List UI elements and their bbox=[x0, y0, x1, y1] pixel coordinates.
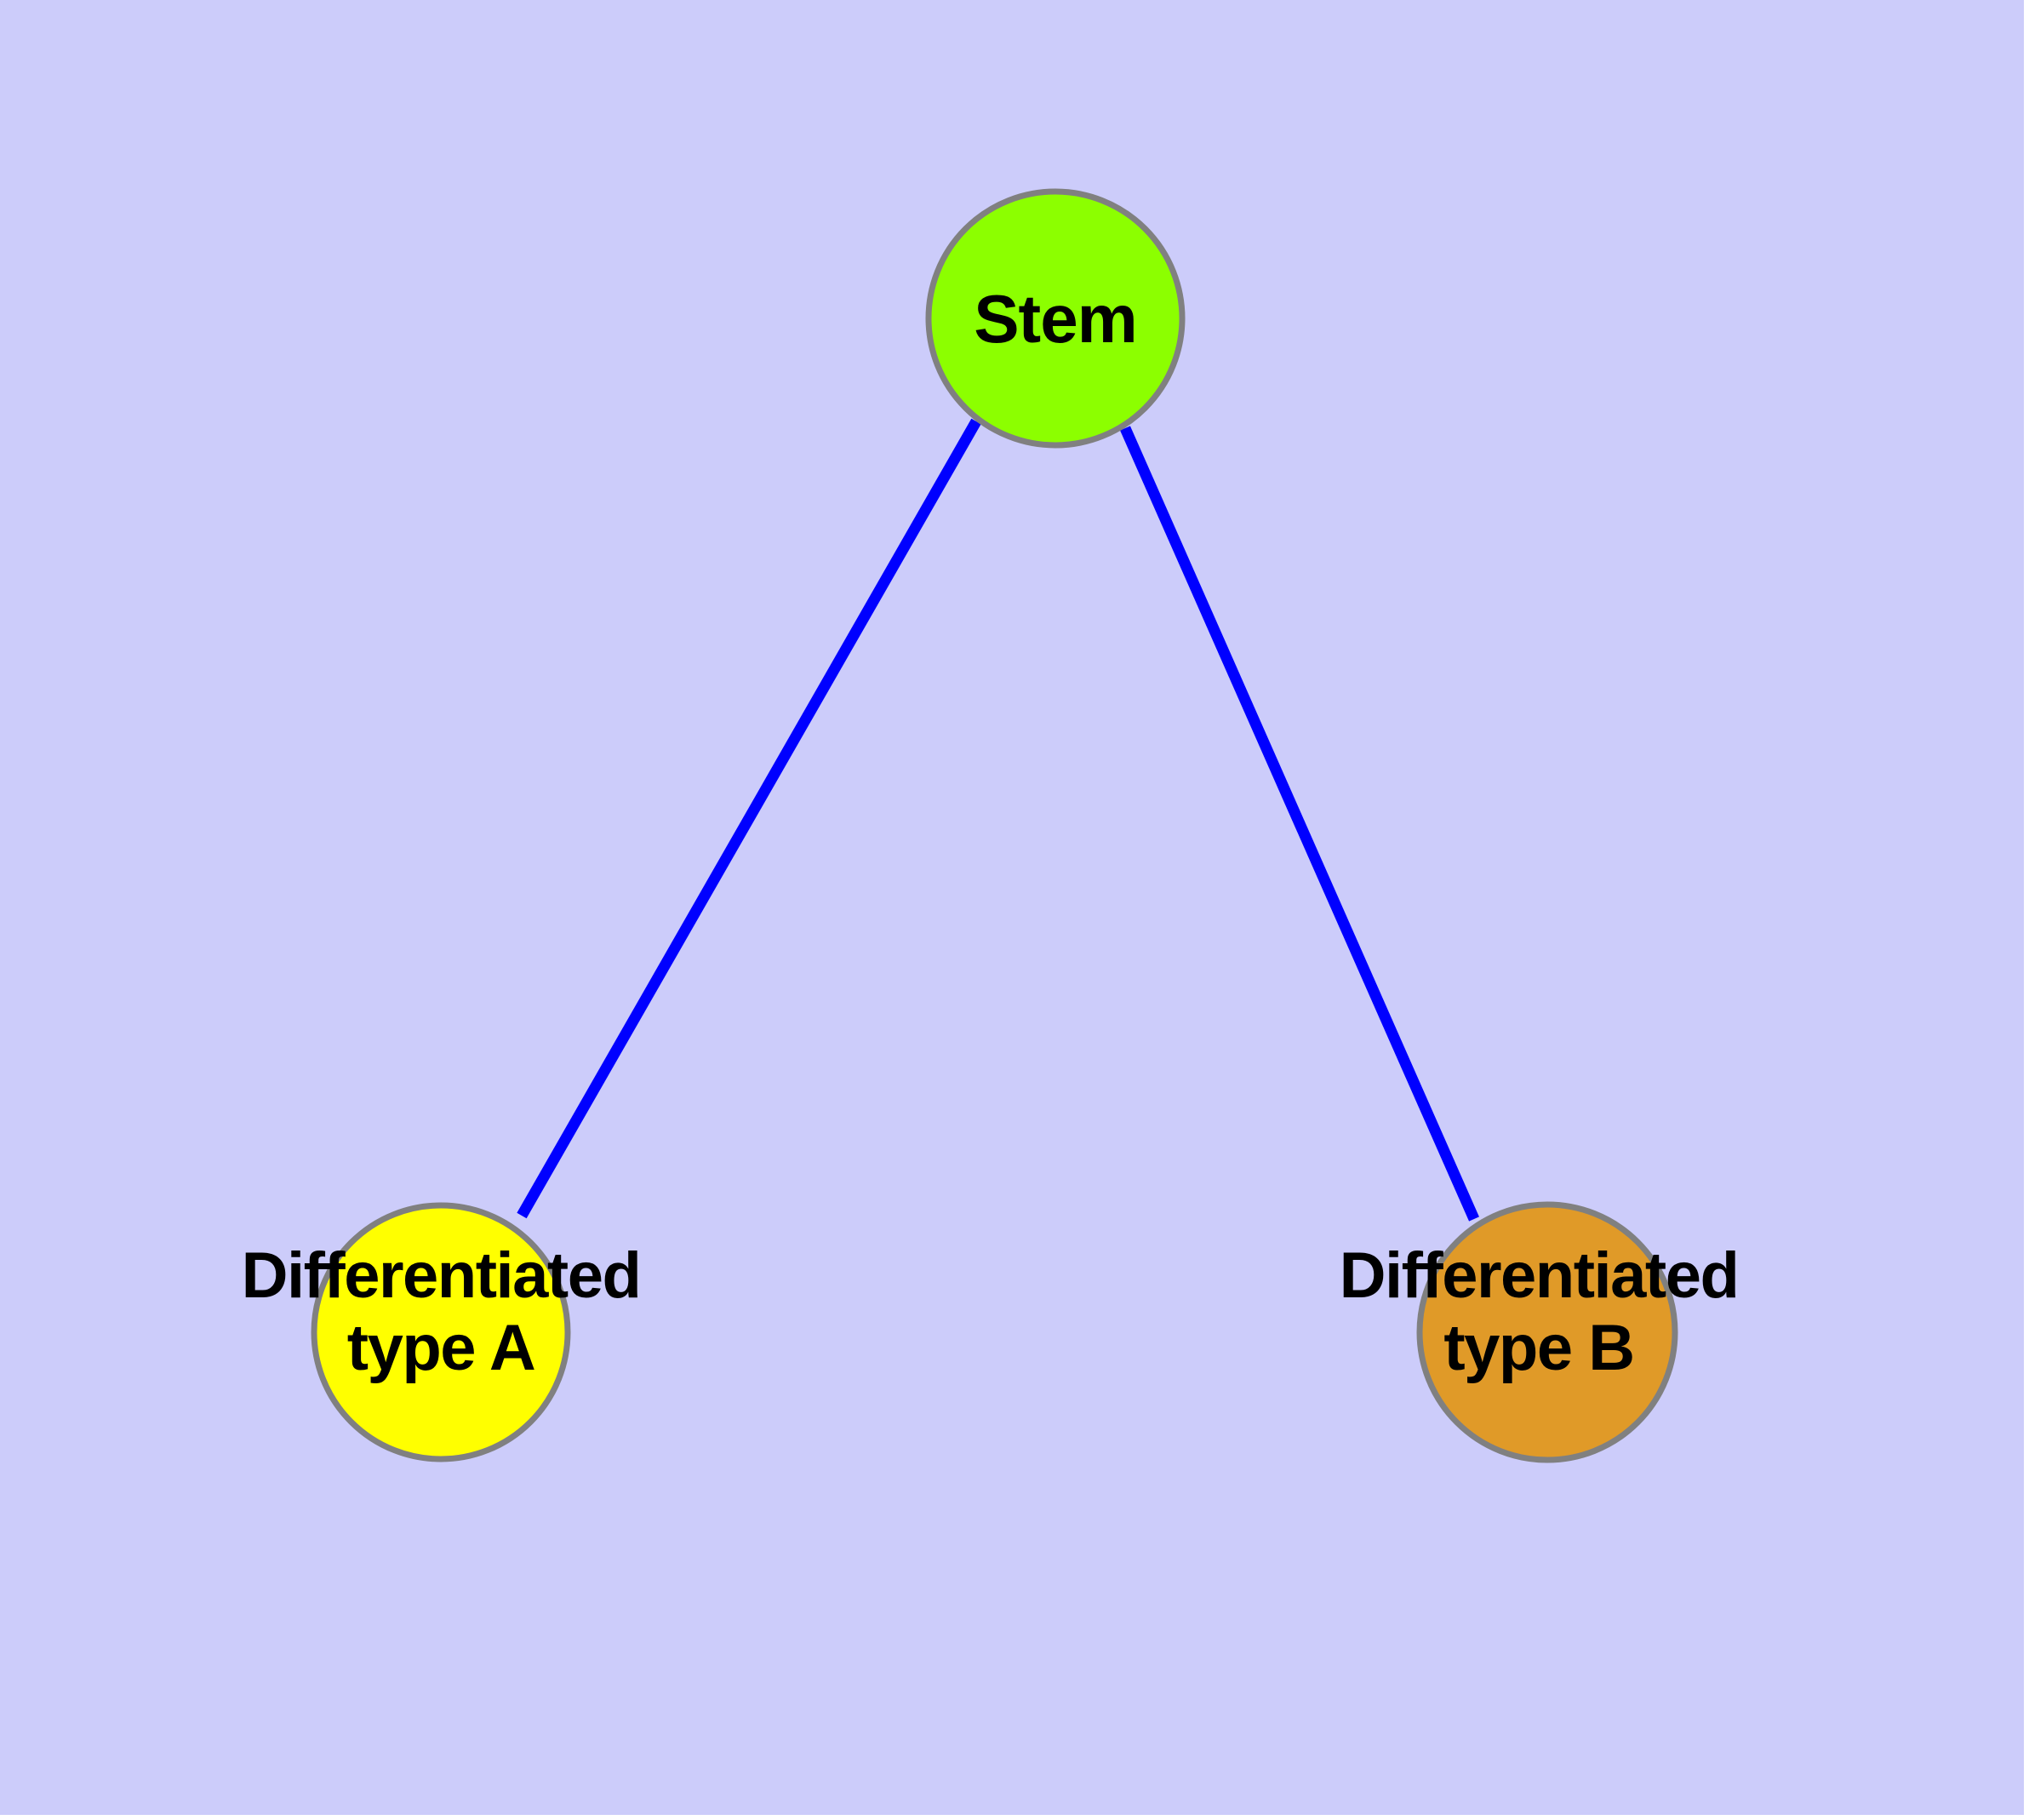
node-differentiated-type-a[interactable] bbox=[311, 1202, 571, 1462]
edge-layer bbox=[517, 418, 1479, 1222]
node-stem[interactable] bbox=[925, 188, 1186, 449]
edge-stem-to-differentiated-type-b bbox=[1120, 426, 1479, 1222]
node-differentiated-type-b[interactable] bbox=[1416, 1201, 1678, 1463]
edge-stem-to-differentiated-type-a bbox=[517, 418, 981, 1219]
node-layer bbox=[311, 188, 1678, 1463]
